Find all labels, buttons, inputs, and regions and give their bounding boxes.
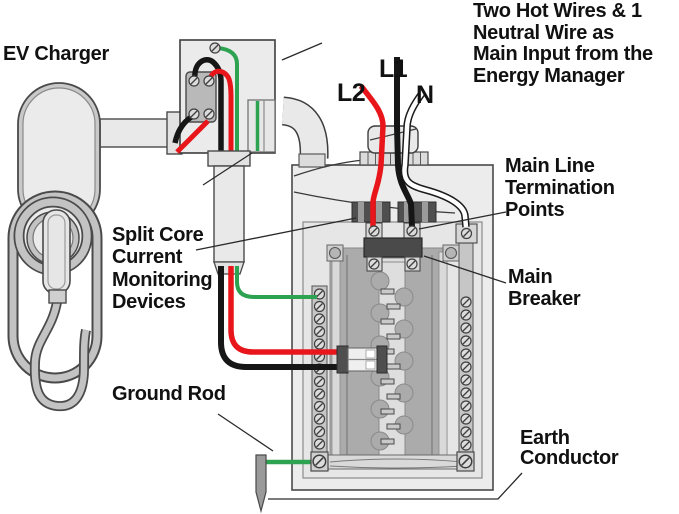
label-main-breaker: Main Breaker xyxy=(508,266,581,310)
ground-rod-shape xyxy=(255,451,475,514)
label-n: N xyxy=(416,81,434,109)
leader-lines xyxy=(195,42,523,500)
label-main-line-termination: Main Line Termination Points xyxy=(505,155,615,221)
mlt-line-2: Termination xyxy=(505,177,615,199)
charger-holster xyxy=(13,196,93,304)
main-input-wires xyxy=(358,57,470,228)
note-line-1: Two Hot Wires & 1 xyxy=(473,0,642,22)
label-energy-manager-note: Two Hot Wires & 1 Neutral Wire as Main I… xyxy=(473,0,653,87)
down-conduit xyxy=(207,150,251,275)
earth-conductor-leader xyxy=(268,472,523,500)
split-core-leader-a xyxy=(202,152,253,186)
note-line-4: Energy Manager xyxy=(473,64,625,87)
junction-box-wires xyxy=(172,42,239,266)
label-ground-rod: Ground Rod xyxy=(112,383,226,405)
charger-arm-conduit xyxy=(99,111,183,155)
mb-line-2: Breaker xyxy=(508,288,581,310)
panel-bus-bar xyxy=(370,257,414,456)
charger-cable-loop xyxy=(7,190,103,412)
note-line-2: Neutral Wire as xyxy=(473,21,614,44)
split-core-leader-b xyxy=(195,217,357,251)
ground-rod-leader xyxy=(217,413,274,452)
label-l2: L2 xyxy=(337,79,366,107)
main-breaker-leader xyxy=(423,255,507,284)
sc-line-1: Split Core xyxy=(112,224,204,246)
label-l1: L1 xyxy=(379,55,408,83)
main-input-clamp xyxy=(359,125,429,166)
label-split-core: Split Core Current Monitoring Devices xyxy=(112,224,213,313)
label-earth-conductor: Earth Conductor xyxy=(520,427,619,469)
ev-two-pole-breaker xyxy=(336,345,388,374)
mb-line-1: Main xyxy=(508,266,553,288)
sc-line-4: Devices xyxy=(112,290,186,313)
main-breaker-block xyxy=(363,225,473,272)
mlt-line-1: Main Line xyxy=(505,155,595,177)
energy-manager-leader xyxy=(281,42,323,61)
ev-branch-wires xyxy=(218,266,342,370)
sc-line-2: Current xyxy=(112,246,183,269)
mlt-line-3: Points xyxy=(505,199,565,221)
ec-line-2: Conductor xyxy=(520,446,619,469)
note-line-3: Main Input from the xyxy=(473,43,653,65)
label-ev-charger: EV Charger xyxy=(3,43,109,65)
sc-line-3: Monitoring xyxy=(112,268,213,291)
elbow-conduit xyxy=(281,96,329,159)
main-line-leader xyxy=(418,211,507,230)
ec-line-1: Earth xyxy=(520,427,570,449)
